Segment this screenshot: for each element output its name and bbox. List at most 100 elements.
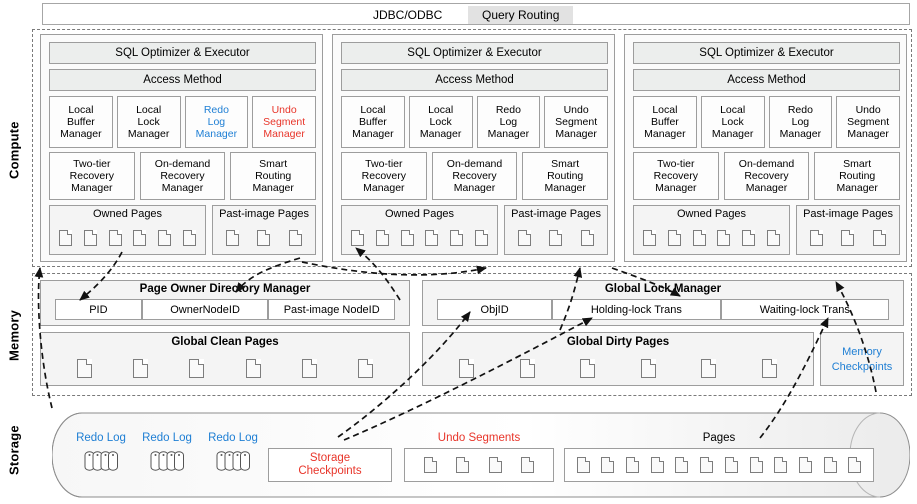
owned-pages-box: Owned Pages [49,205,207,255]
page-icon [798,457,812,473]
owned-pages-icons [634,222,789,254]
pod-col-1: PID [55,299,142,320]
undo-segments-label: Undo Segments [437,432,521,444]
pod-col-2: OwnerNodeID [141,299,269,320]
page-icon [848,457,862,473]
past-image-pages-label: Past-image Pages [219,208,309,220]
page-icon [189,358,205,378]
page-icon [108,230,122,246]
page-icon [675,457,689,473]
page-icon [767,230,781,246]
page-icon [581,230,595,246]
page-icon [424,457,438,473]
page-icon [375,230,389,246]
past-image-pages-label: Past-image Pages [511,208,601,220]
page-icon [133,230,147,246]
page-icon [774,457,788,473]
redo-log-label-3: Redo Log [208,432,258,444]
redo-log-disk-icon [216,450,250,472]
glm-col-1: ObjID [437,299,553,320]
page-icon [456,457,470,473]
past-image-pages-icons [505,222,607,254]
dirty-page-icons [459,355,777,381]
query-routing-badge[interactable]: Query Routing [468,6,574,24]
sql-optimizer-executor: SQL Optimizer & Executor [341,42,608,64]
past-image-pages-box: Past-image Pages [212,205,316,255]
page-icon [650,457,664,473]
page-icon [724,457,738,473]
page-icon [158,230,172,246]
page-icon [809,230,823,246]
past-image-pages-box: Past-image Pages [796,205,900,255]
pages-row: Owned Pages Past-image Pages [49,205,316,255]
layer-label-compute: Compute [6,121,22,179]
layer-label-memory: Memory [6,309,22,361]
redo-log-label-1: Redo Log [76,432,126,444]
clean-pages-title: Global Clean Pages [171,336,279,348]
page-icon [823,457,837,473]
page-icon [626,457,640,473]
page-icon [77,358,92,378]
owned-pages-icons [50,222,205,254]
page-icon [692,230,706,246]
page-icon [289,230,303,246]
page-icon [133,358,149,378]
redo-log-disk-icon [150,450,184,472]
redo-log-disk-icon [84,450,118,472]
sql-optimizer-executor: SQL Optimizer & Executor [49,42,316,64]
page-icon [58,230,72,246]
storage-pages-box [564,448,874,482]
glm-col-2: Holding-lock Trans [552,299,721,320]
page-icon [717,230,731,246]
page-icon [642,230,656,246]
owned-pages-label: Owned Pages [92,208,163,220]
owned-pages-icons [342,222,497,254]
page-icon [549,230,563,246]
sql-optimizer-executor: SQL Optimizer & Executor [633,42,900,64]
clean-page-icons [77,355,373,381]
glm-title: Global Lock Manager [604,283,722,295]
page-icon [488,457,502,473]
access-method: Access Method [49,69,316,91]
page-icon [742,230,756,246]
page-icon [400,230,414,246]
page-icon [576,457,590,473]
client-interface-bar: JDBC/ODBC Query Routing [42,3,910,25]
